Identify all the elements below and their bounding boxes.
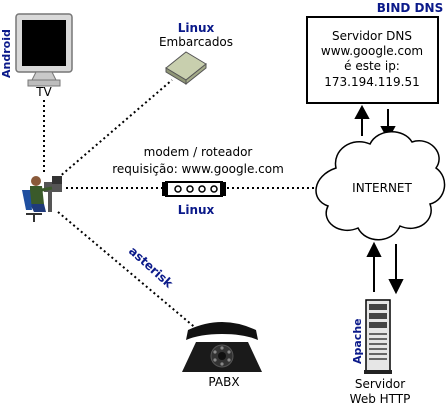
pabx-os-label: asterisk — [126, 244, 176, 291]
server-tower-icon — [364, 299, 392, 374]
dns-line-1: Servidor DNS — [332, 29, 412, 43]
pabx-label: PABX — [208, 375, 239, 389]
link-user-embedded — [57, 79, 173, 179]
embedded-os-label: Linux — [178, 21, 215, 35]
tv-label: TV — [35, 85, 52, 99]
tv-os-label: Android — [0, 29, 13, 78]
router-os-label: Linux — [178, 203, 215, 217]
cloud-icon — [315, 131, 446, 241]
dns-arrows — [354, 104, 396, 141]
web-os-label: Apache — [351, 318, 364, 364]
router-icon — [162, 181, 226, 197]
dns-line-4: 173.194.119.51 — [324, 75, 419, 89]
user-at-computer-icon — [22, 176, 62, 222]
dns-line-3: é este ip: — [344, 59, 400, 73]
internet-label: INTERNET — [352, 181, 412, 195]
dns-box — [306, 16, 439, 104]
monitor-icon — [15, 13, 73, 87]
link-user-pabx — [57, 211, 199, 331]
embedded-label: Embarcados — [159, 35, 233, 49]
connections — [43, 79, 318, 331]
embedded-board-icon — [165, 51, 207, 86]
router-label-line2: requisição: www.google.com — [112, 162, 284, 176]
dns-line-2: www.google.com — [321, 44, 423, 58]
web-arrows — [366, 241, 404, 295]
web-label-line1: Servidor — [355, 377, 405, 391]
telephone-icon — [182, 322, 262, 372]
web-label-line2: Web HTTP — [350, 392, 411, 406]
dns-title: BIND DNS — [377, 1, 443, 15]
router-label-line1: modem / roteador — [144, 145, 253, 159]
